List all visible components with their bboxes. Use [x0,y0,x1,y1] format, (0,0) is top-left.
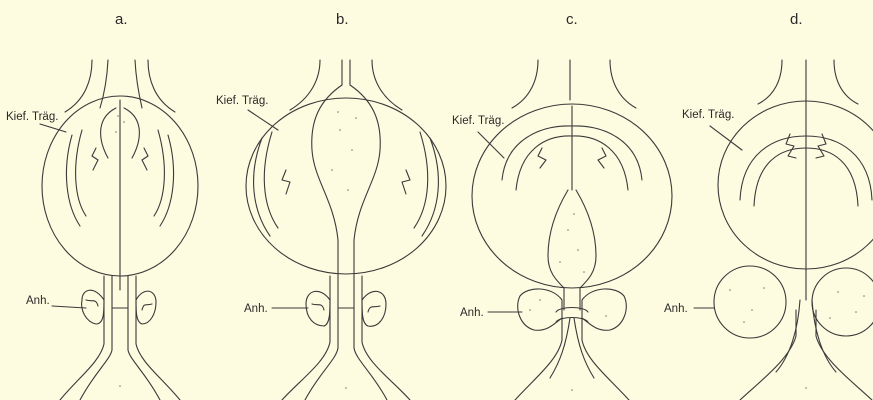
panel-d-pharynx-bulb [718,101,873,269]
panel-d-jaw-label: Kief. Träg. [682,109,734,121]
panel-c-jaw-label: Kief. Träg. [452,115,504,127]
panel-a-letter: a. [115,11,128,28]
panel-c-gland-label: Anh. [460,307,484,319]
panel-b-pharynx-bulb [246,98,446,274]
panel-a-jaw-label: Kief. Träg. [6,111,58,123]
panel-b: b. Kief. Träg. Anh. [216,11,446,400]
panel-b-letter: b. [336,11,349,28]
panel-c: c. Kief. Träg. Anh. [452,11,672,400]
panel-b-jaw-label: Kief. Träg. [216,95,268,107]
panel-d-appendage-left [714,266,786,338]
panel-d-appendage-right [812,268,873,336]
panel-a: a. Kief. Träg. Anh. [6,11,198,400]
panel-d-letter: d. [790,11,803,28]
panel-c-letter: c. [566,11,578,28]
panel-a-gland-label: Anh. [26,295,50,307]
panel-d-gland-label: Anh. [664,303,688,315]
panel-d: d. Kief. Träg. Anh. [664,11,873,400]
panel-b-gland-label: Anh. [244,303,268,315]
